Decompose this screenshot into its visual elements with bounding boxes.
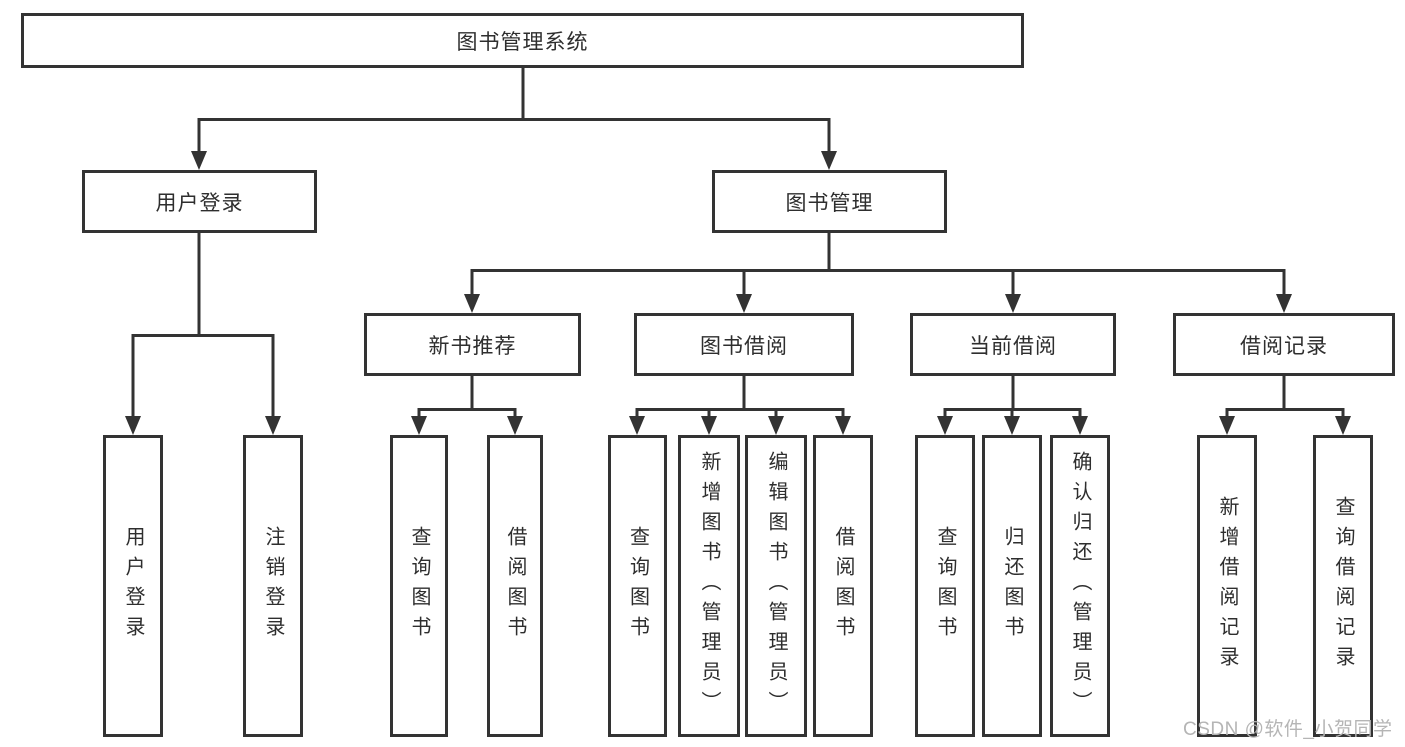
leaf-label: 查询图书	[934, 526, 956, 646]
leaf-borrow-books-borrowing: 借阅图书	[813, 435, 873, 737]
node-borrowing-records: 借阅记录	[1173, 313, 1395, 376]
leaf-label: 查询图书	[626, 526, 649, 646]
leaf-label: 借阅图书	[504, 526, 526, 646]
node-book-management: 图书管理	[712, 170, 947, 233]
node-library-system: 图书管理系统	[21, 13, 1024, 68]
leaf-label: 新增图书（管理员）	[698, 451, 720, 721]
leaf-label: 归还图书	[1001, 526, 1023, 646]
leaf-confirm-return-admin: 确认归还（管理员）	[1050, 435, 1110, 737]
node-user-login: 用户登录	[82, 170, 317, 233]
leaf-label: 查询借阅记录	[1332, 496, 1354, 676]
leaf-label: 注销登录	[262, 526, 284, 646]
leaf-label: 确认归还（管理员）	[1069, 451, 1091, 721]
leaf-label: 新增借阅记录	[1216, 496, 1238, 676]
leaf-label: 查询图书	[408, 526, 430, 646]
leaf-edit-book-admin: 编辑图书（管理员）	[745, 435, 807, 737]
leaf-query-borrow-record: 查询借阅记录	[1313, 435, 1373, 737]
leaf-label: 借阅图书	[832, 526, 854, 646]
leaf-label: 用户登录	[122, 526, 144, 646]
connector-lines	[131, 68, 1345, 419]
leaf-add-borrow-record: 新增借阅记录	[1197, 435, 1257, 737]
node-new-book-recommend: 新书推荐	[364, 313, 581, 376]
leaf-query-books-borrowing: 查询图书	[608, 435, 667, 737]
leaf-query-books-recommend: 查询图书	[390, 435, 448, 737]
leaf-query-books-current: 查询图书	[915, 435, 975, 737]
leaf-return-book: 归还图书	[982, 435, 1042, 737]
leaf-add-book-admin: 新增图书（管理员）	[678, 435, 740, 737]
leaf-logout: 注销登录	[243, 435, 303, 737]
leaf-label: 编辑图书（管理员）	[765, 451, 787, 721]
node-current-borrowing: 当前借阅	[910, 313, 1116, 376]
leaf-borrow-books-recommend: 借阅图书	[487, 435, 543, 737]
node-book-borrowing: 图书借阅	[634, 313, 854, 376]
csdn-watermark: CSDN @软件_小贺同学	[1183, 719, 1393, 740]
leaf-user-login: 用户登录	[103, 435, 163, 737]
